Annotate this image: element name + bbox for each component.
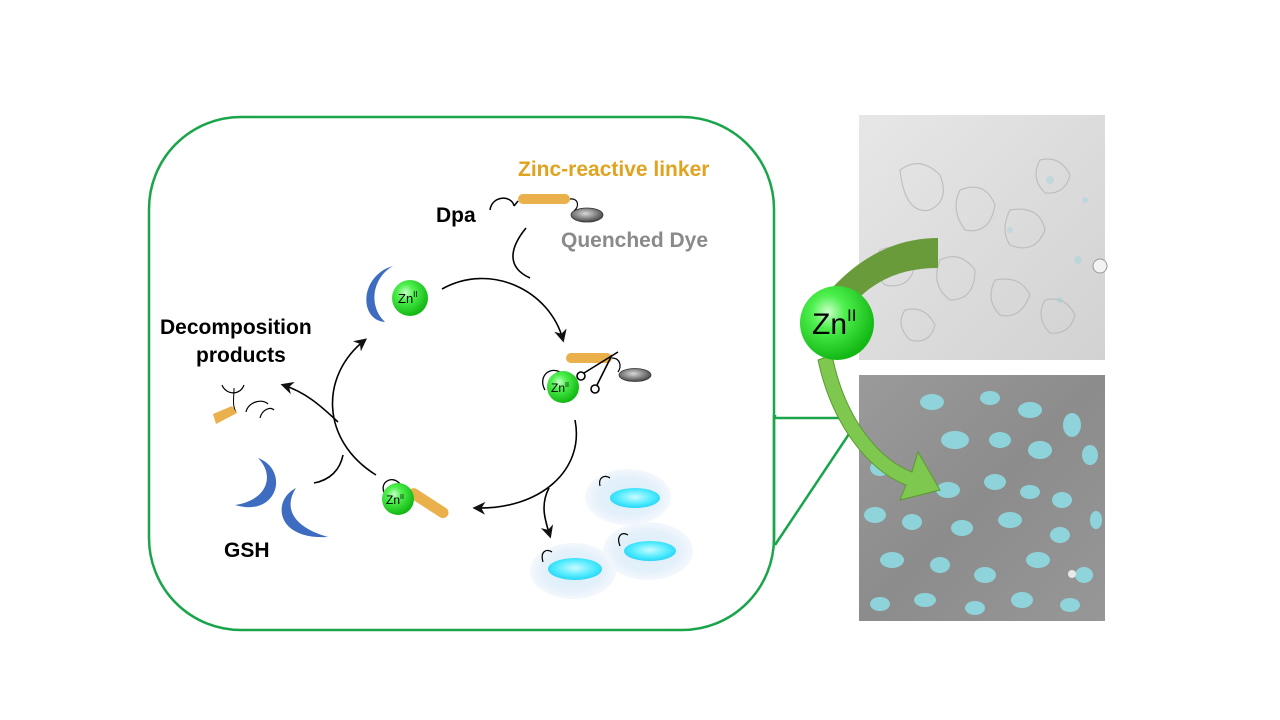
gsh-crescent-icon <box>281 488 328 538</box>
probe-molecule <box>489 194 604 223</box>
cycle-arrows <box>280 227 578 539</box>
linker-label: Zinc-reactive linker <box>518 158 709 181</box>
fluorescent-dyes <box>530 469 693 599</box>
zn-large-label: ZnII <box>812 306 856 341</box>
linker-icon <box>518 194 570 204</box>
scissors-icon <box>576 351 619 394</box>
zinc-ion-large: ZnII <box>800 286 874 360</box>
light-green-arrow <box>817 354 941 501</box>
decomposition-label-2: products <box>196 344 286 367</box>
gsh-molecules <box>235 458 328 538</box>
gsh-zinc-complex: ZnII <box>366 266 428 322</box>
quenched-dye-icon <box>570 207 604 223</box>
zinc-ion-icon <box>547 371 579 403</box>
micrograph-before <box>859 115 1108 360</box>
gsh-crescent-icon <box>235 458 277 508</box>
dpa-label: Dpa <box>436 204 476 227</box>
decomposition-products <box>213 384 275 424</box>
zinc-linker-product: ZnII <box>382 479 449 519</box>
dark-green-arrow <box>832 238 938 305</box>
zinc-arrows <box>817 238 941 501</box>
zinc-ion-icon <box>382 483 414 515</box>
svg-text:ZnII: ZnII <box>551 381 569 395</box>
gsh-label: GSH <box>224 539 270 562</box>
gsh-crescent-icon <box>366 266 393 322</box>
zinc-ion-icon <box>392 280 428 316</box>
fluorescent-dye-icon <box>548 558 602 580</box>
quenched-dye-label: Quenched Dye <box>561 229 708 252</box>
frame-connector <box>773 415 857 546</box>
micrograph-after <box>859 375 1105 621</box>
decomposition-label-1: Decomposition <box>160 316 312 339</box>
fluorescent-dye-icon <box>610 488 660 508</box>
svg-text:ZnII: ZnII <box>386 493 404 507</box>
zinc-bound-probe: ZnII <box>542 351 652 403</box>
fluorescent-dye-icon <box>624 541 676 561</box>
svg-text:ZnII: ZnII <box>398 290 418 306</box>
